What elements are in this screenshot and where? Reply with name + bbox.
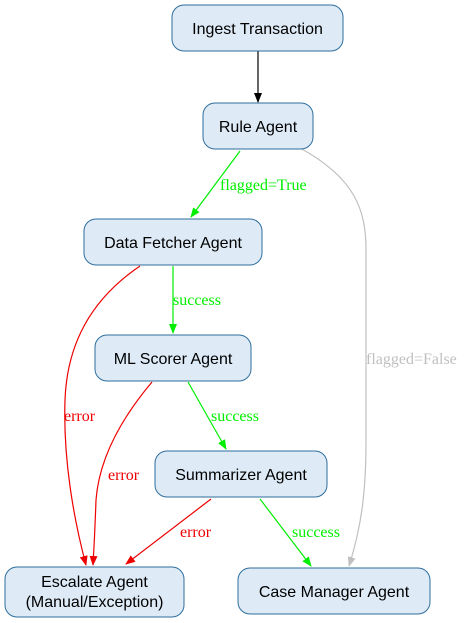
- node-label-line2: (Manual/Exception): [26, 594, 164, 611]
- edge-label-fetcher-success: success: [173, 292, 221, 309]
- node-summarizer-agent[interactable]: Summarizer Agent: [154, 450, 328, 498]
- edge-label-flagged-false: flagged=False: [366, 351, 457, 368]
- node-label: Summarizer Agent: [175, 467, 307, 484]
- node-label-line1: Escalate Agent: [41, 574, 148, 591]
- node-label: Case Manager Agent: [259, 584, 410, 601]
- node-ml-scorer-agent[interactable]: ML Scorer Agent: [94, 334, 252, 382]
- node-escalate-agent[interactable]: Escalate Agent (Manual/Exception): [4, 566, 185, 618]
- edge-summarizer-to-case-manager: [259, 498, 312, 567]
- edge-rule-to-fetcher: [190, 150, 241, 218]
- edge-label-summarizer-success: success: [292, 524, 340, 541]
- node-label: Rule Agent: [219, 119, 298, 136]
- node-ingest-transaction[interactable]: Ingest Transaction: [171, 4, 344, 52]
- edge-scorer-to-escalate: [89, 381, 153, 566]
- edge-label-flagged-true: flagged=True: [220, 177, 307, 194]
- edge-label-scorer-success: success: [211, 408, 259, 425]
- edge-summarizer-to-escalate: [125, 498, 212, 565]
- edge-fetcher-to-escalate: [64, 265, 141, 566]
- edge-scorer-to-summarizer: [187, 381, 227, 450]
- edge-label-summarizer-error: error: [180, 524, 212, 541]
- node-label: ML Scorer Agent: [114, 351, 233, 368]
- node-label: Data Fetcher Agent: [104, 235, 242, 252]
- node-label: Ingest Transaction: [192, 21, 323, 38]
- edge-label-fetcher-error: error: [64, 408, 96, 425]
- node-case-manager-agent[interactable]: Case Manager Agent: [237, 567, 431, 615]
- node-rule-agent[interactable]: Rule Agent: [202, 102, 314, 150]
- node-data-fetcher-agent[interactable]: Data Fetcher Agent: [83, 218, 263, 266]
- edge-label-scorer-error: error: [108, 467, 140, 484]
- edge-rule-to-case-manager: [299, 147, 367, 567]
